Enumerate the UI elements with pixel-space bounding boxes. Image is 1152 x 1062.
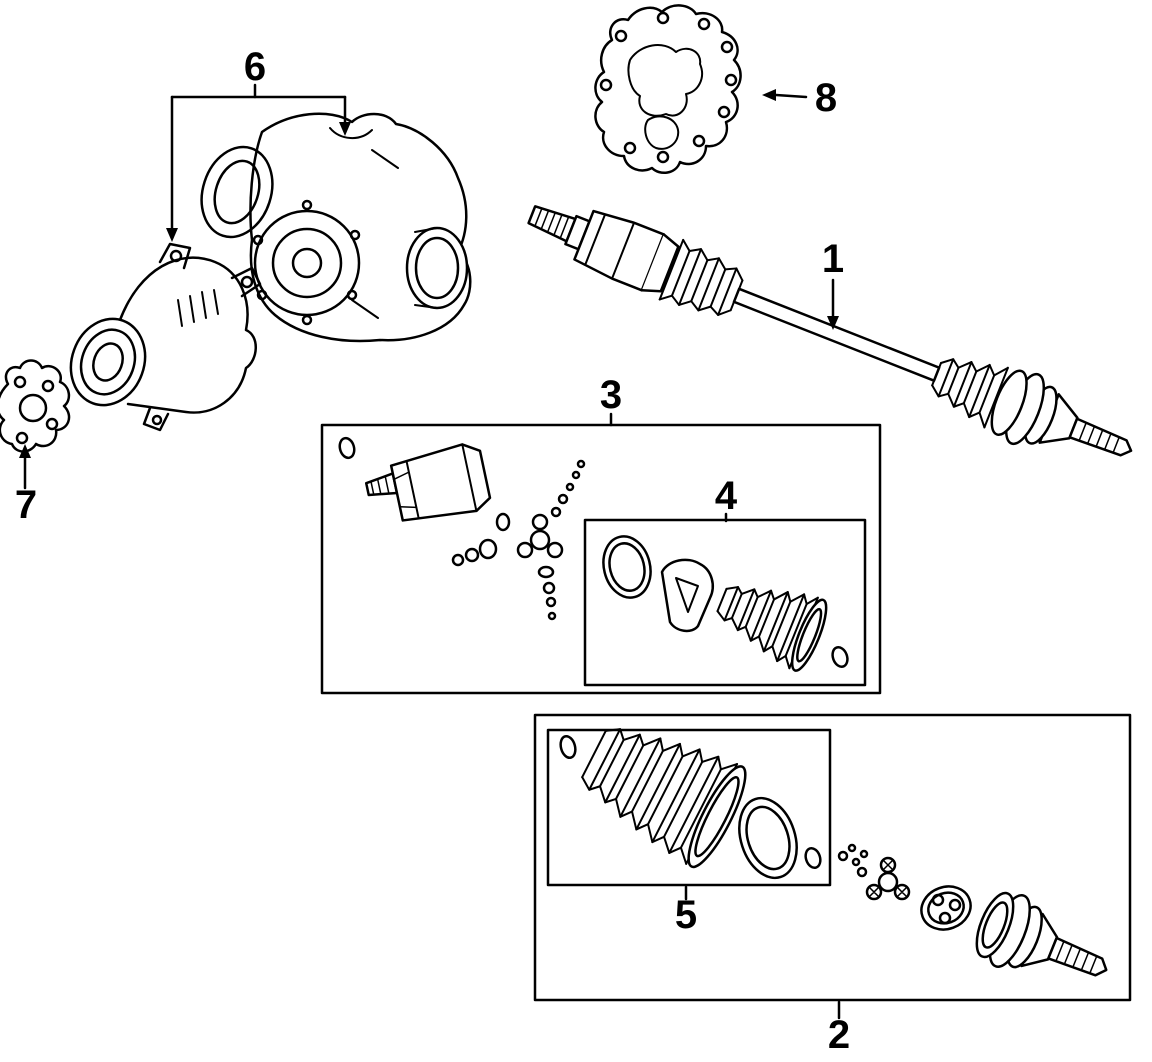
part-label-1: 1 bbox=[822, 237, 844, 281]
boot-kit-small-part bbox=[602, 535, 849, 672]
callout-labels: 1 2 3 4 5 6 7 8 bbox=[15, 45, 850, 1057]
axle-shaft-part bbox=[527, 205, 1133, 457]
boot-kit-large-part bbox=[559, 728, 822, 880]
cover-gasket-part bbox=[594, 4, 742, 175]
part-label-5: 5 bbox=[675, 893, 697, 937]
part-label-7: 7 bbox=[15, 483, 37, 527]
part-label-4: 4 bbox=[715, 474, 738, 518]
coupling-unit-part bbox=[69, 242, 262, 432]
differential-carrier-part bbox=[200, 112, 472, 343]
part-label-3: 3 bbox=[600, 373, 622, 417]
companion-flange-part bbox=[0, 359, 71, 453]
spider-small-icon bbox=[865, 856, 911, 901]
inner-joint-kit-part bbox=[338, 436, 586, 621]
callout-leaders bbox=[19, 83, 841, 1020]
outer-joint-parts bbox=[837, 843, 1108, 977]
diagram-root: 1 2 3 4 5 6 7 8 bbox=[0, 4, 1133, 1057]
tripod-spider-icon bbox=[516, 513, 564, 559]
part-label-6: 6 bbox=[244, 45, 266, 89]
part-label-8: 8 bbox=[815, 76, 837, 120]
part-label-2: 2 bbox=[828, 1013, 850, 1057]
